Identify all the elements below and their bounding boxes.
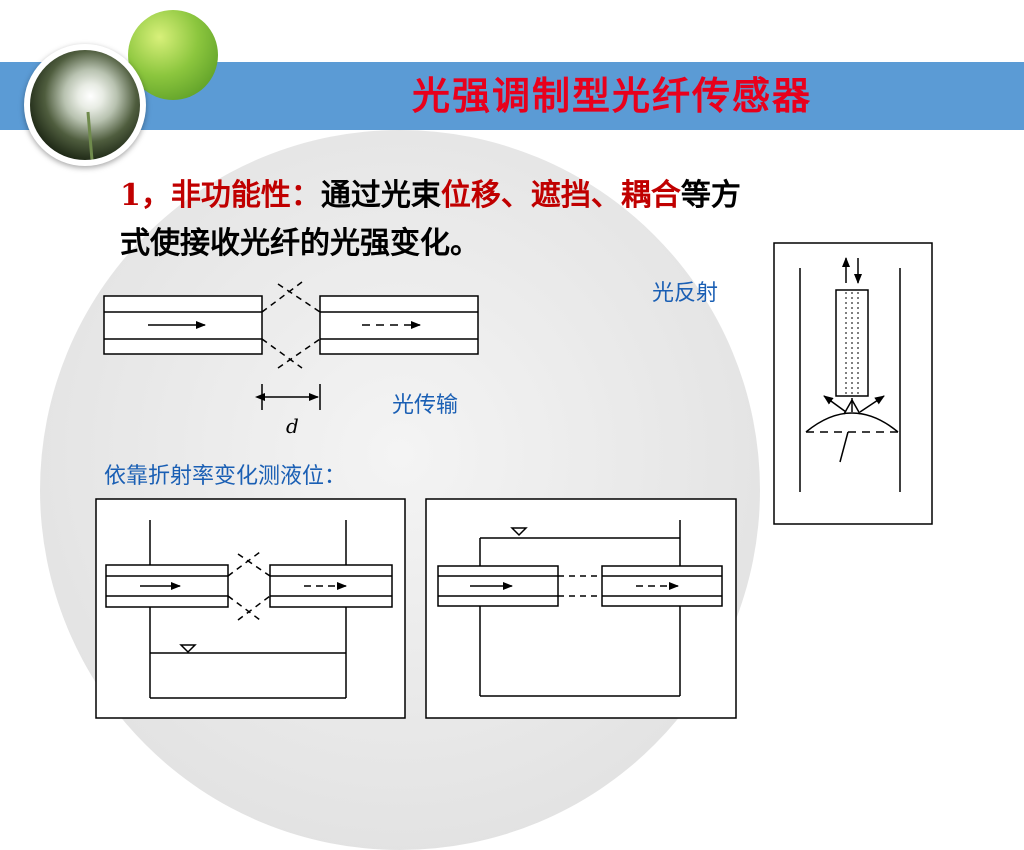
membrane-curve — [805, 412, 899, 433]
scatter-arrow-left — [823, 395, 847, 413]
scatter-arrow-right — [859, 395, 885, 413]
intro-line-2: 式使接收光纤的光强变化。 — [120, 226, 480, 261]
intro-highlight: 位移、遮挡、耦合 — [440, 178, 681, 213]
liquid-level-diagram-2 — [425, 498, 737, 719]
reflection-label: 光反射 — [652, 281, 719, 306]
background-circle — [40, 130, 760, 850]
page-title: 光强调制型光纤传感器 — [411, 73, 812, 118]
receiving-fiber — [319, 295, 479, 355]
probe-fibers — [845, 292, 859, 394]
membrane-leader-line — [839, 431, 849, 463]
diagrams — [95, 242, 933, 719]
intro-line-1: 1，非功能性：通过光束位移、遮挡、耦合等方 — [120, 170, 741, 214]
distance-label: d — [286, 414, 299, 438]
intro-text2: 等方 — [680, 178, 741, 213]
transmission-diagram — [103, 281, 479, 410]
transmission-label: 光传输 — [392, 393, 459, 418]
scatter-ray — [851, 399, 861, 415]
liquid-level-marker-icon — [510, 527, 528, 537]
liquid-level-label: 依靠折射率变化测液位： — [104, 464, 347, 489]
green-ball-decoration — [128, 10, 218, 100]
diagram-frame — [95, 498, 406, 719]
receiving-fiber — [601, 565, 723, 607]
liquid-level-diagram-1 — [95, 498, 406, 719]
reflection-diagram — [773, 242, 933, 525]
dandelion-image — [30, 50, 140, 160]
divergent-beam — [227, 551, 271, 621]
diagram-frame — [425, 498, 737, 719]
dandelion-icon — [86, 111, 94, 160]
liquid-level-marker-icon — [179, 644, 197, 654]
scatter-ray — [843, 399, 853, 415]
divergent-beam — [261, 281, 321, 369]
intro-text1: 通过光束 — [320, 178, 441, 213]
intro-prefix: 1，非功能性： — [120, 178, 321, 213]
parallel-beam — [558, 575, 602, 597]
